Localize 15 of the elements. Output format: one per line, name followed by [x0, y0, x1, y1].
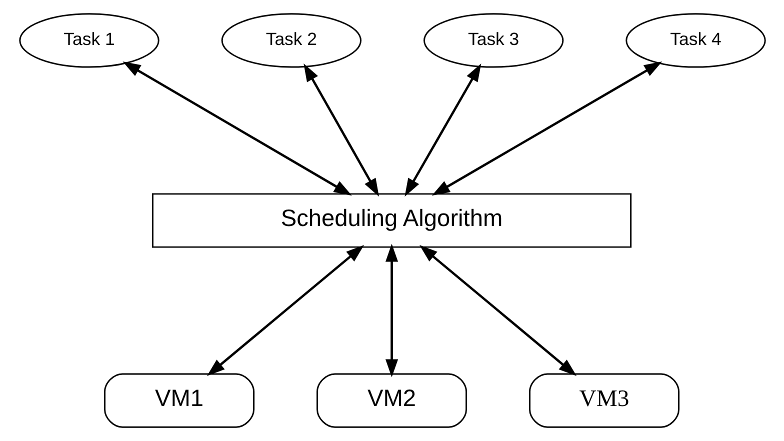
- node-ellipse: Task 3: [422, 13, 564, 68]
- arrow: [431, 62, 662, 196]
- node-ellipse: Task 4: [625, 13, 766, 68]
- node-box: Scheduling Algorithm: [151, 193, 632, 248]
- arrow: [122, 62, 352, 196]
- arrow: [384, 244, 398, 378]
- node-box: VM1: [104, 373, 254, 428]
- node-ellipse: Task 2: [220, 13, 362, 68]
- arrow: [418, 245, 576, 376]
- arrow: [404, 63, 481, 197]
- node-box: VM2: [316, 373, 467, 428]
- node-ellipse: Task 1: [18, 13, 159, 68]
- arrow: [303, 63, 379, 197]
- arrow: [206, 245, 364, 376]
- node-box: VM3: [528, 373, 680, 428]
